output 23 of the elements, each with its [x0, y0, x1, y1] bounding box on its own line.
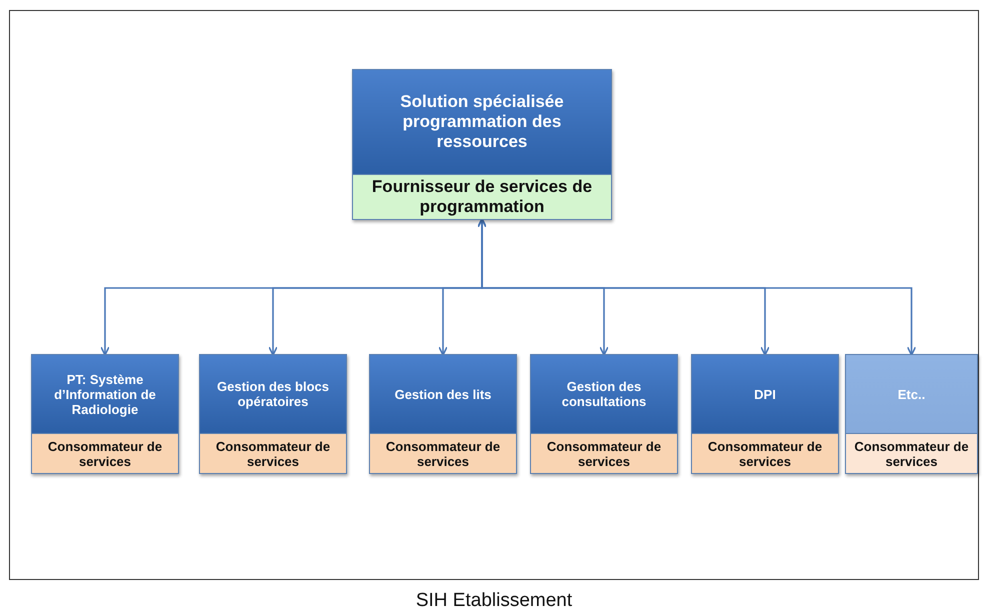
box-role: Consommateur de services — [846, 433, 977, 473]
box-title: PT: Système d’Information de Radiologie — [32, 355, 178, 433]
box-title: DPI — [692, 355, 838, 433]
box-title: Etc.. — [846, 355, 977, 433]
box-title: Gestion des consultations — [531, 355, 677, 433]
box-role: Consommateur de services — [370, 433, 516, 473]
box-title: Gestion des lits — [370, 355, 516, 433]
provider-box — [352, 69, 612, 220]
consumer-box — [530, 354, 678, 474]
connector-arrow — [477, 218, 916, 356]
box-role: Consommateur de services — [531, 433, 677, 473]
box-role: Consommateur de services — [32, 433, 178, 473]
frame-caption: SIH Etablissement — [414, 590, 574, 612]
box-title: Gestion des blocs opératoires — [200, 355, 346, 433]
box-role: Fournisseur de services de programmation — [353, 174, 611, 219]
box-role: Consommateur de services — [692, 433, 838, 473]
consumer-box — [369, 354, 517, 474]
box-role: Consommateur de services — [200, 433, 346, 473]
consumer-box — [31, 354, 179, 474]
consumer-box — [845, 354, 978, 474]
box-title: Solution spécialisée programmation des ressources — [353, 70, 611, 174]
consumer-box — [199, 354, 347, 474]
consumer-box — [691, 354, 839, 474]
